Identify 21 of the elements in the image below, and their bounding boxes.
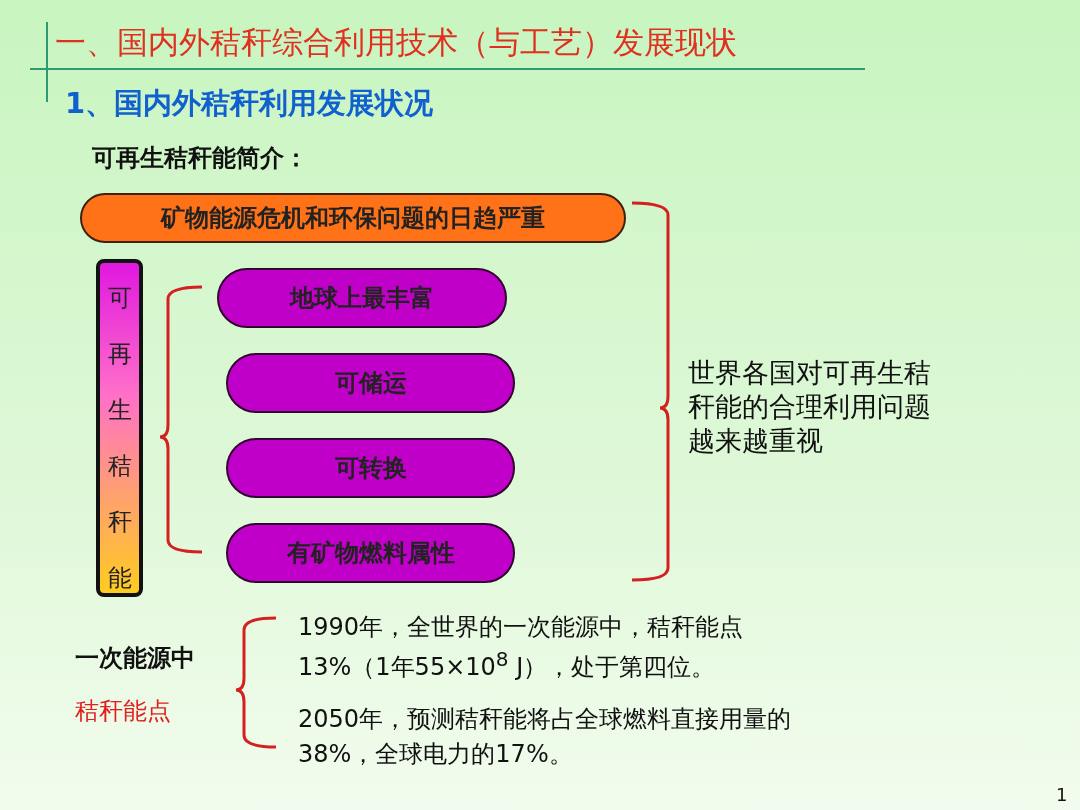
label-text: 一次能源中	[75, 643, 195, 674]
pill-box	[226, 438, 515, 498]
banner-box	[80, 193, 626, 243]
pill-box	[226, 523, 515, 583]
note-text: 2050年，预测秸秆能将占全球燃料直接用量的38%，全球电力的17%。	[298, 704, 792, 770]
node-label: 可再生秸秆能	[107, 283, 132, 594]
pill-box	[226, 353, 515, 413]
subtitle: 1、国内外秸秆利用发展状况	[65, 85, 434, 122]
label-text: 秸秆能点	[75, 696, 171, 727]
note-text: 1990年，全世界的一次能源中，秸秆能点13%（1年55×10$^{8}$ J），处于第四位。	[298, 612, 745, 683]
node-label: 可储运	[334, 368, 407, 399]
node-label: 有矿物燃料属性	[286, 538, 455, 569]
page-number: 1	[1056, 784, 1068, 805]
section-heading: 可再生秸秆能简介：	[92, 143, 308, 174]
slide-title: 一、国内外秸秆综合利用技术（与工艺）发展现状	[55, 23, 737, 62]
vertical-bar	[96, 259, 143, 597]
node-label: 矿物能源危机和环保问题的日趋严重	[161, 203, 545, 234]
node-label: 可转换	[334, 453, 407, 484]
pill-box	[217, 268, 507, 328]
node-label: 地球上最丰富	[290, 283, 434, 314]
note-text: 世界各国对可再生秸秆能的合理利用问题越来越重视	[688, 356, 932, 458]
